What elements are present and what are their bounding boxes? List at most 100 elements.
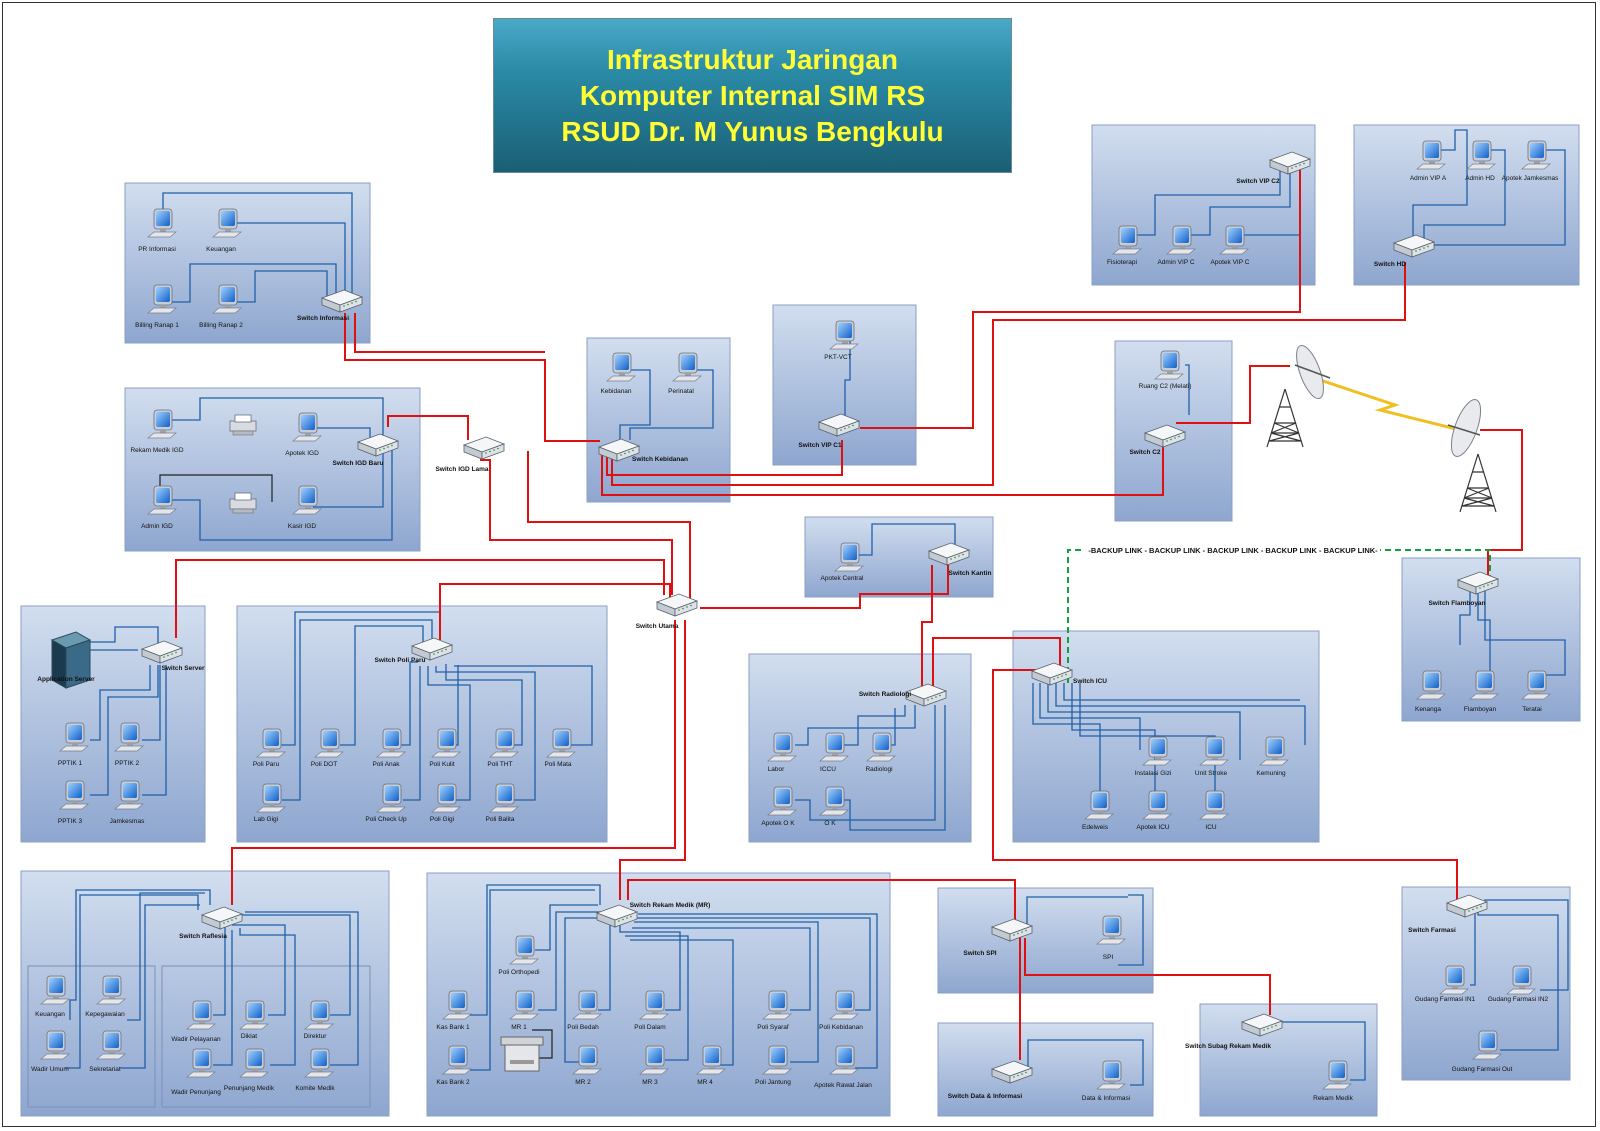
computer-label: ICU: [1205, 824, 1217, 831]
computer-label: PPTIK 2: [115, 760, 140, 767]
computer-label: Application Server: [37, 676, 95, 683]
backup-link-label: -BACKUP LINK - BACKUP LINK - BACKUP LINK…: [1088, 546, 1378, 555]
computer-label: Data & Informasi: [1082, 1095, 1130, 1102]
panel-raflesia-right: [161, 965, 371, 1108]
computer-label: Poli Kulit: [429, 761, 454, 768]
computer-label: Lab Gigi: [254, 816, 278, 823]
computer-label: Kepegawaian: [85, 1011, 125, 1018]
computer-label: Radiologi: [865, 766, 892, 773]
computer-label: Gudang Farmasi Out: [1452, 1066, 1513, 1073]
panel-subag-rm: [1199, 1003, 1378, 1117]
computer-label: Poli Kebidanan: [819, 1024, 863, 1031]
computer-label: MR 3: [642, 1079, 658, 1086]
computer-label: Poli Mata: [544, 761, 571, 768]
title-line-3: RSUD Dr. M Yunus Bengkulu: [561, 115, 944, 147]
computer-label: MR 4: [697, 1079, 713, 1086]
switch-data-informasi-label: Switch Data & Informasi: [948, 1093, 1023, 1100]
computer-label: Poli THT: [487, 761, 512, 768]
computer-label: Apotek Jamkesmas: [1502, 175, 1559, 182]
computer-label: PKT-VCT: [824, 354, 851, 361]
computer-label: Teratai: [1522, 706, 1542, 713]
title-line-1: Infrastruktur Jaringan: [607, 43, 898, 75]
computer-label: SPI: [1103, 954, 1114, 961]
red-links: [175, 168, 1523, 1060]
labels: -BACKUP LINK - BACKUP LINK - BACKUP LINK…: [31, 175, 1559, 1102]
switch-server-label: Switch Server: [162, 665, 205, 672]
computer-label: Kas Bank 2: [436, 1079, 470, 1086]
computer-label: Perinatal: [668, 388, 694, 395]
title-line-2: Komputer Internal SIM RS: [579, 79, 926, 111]
computer-label: Apotek Rawat Jalan: [814, 1082, 872, 1089]
computer-label: Poli DOT: [311, 761, 337, 768]
computer-label: Poli Balita: [486, 816, 515, 823]
computer-label: Poli Orthopedi: [498, 969, 539, 976]
switch-informasi-label: Switch Informasi: [297, 315, 349, 322]
computer-label: Apotek ICU: [1136, 824, 1170, 831]
computer-label: Sekretariat: [89, 1066, 121, 1073]
computer-label: Kenanga: [1415, 706, 1441, 713]
panel-kebidanan: [586, 337, 731, 503]
computer-label: Poli Bedah: [567, 1024, 599, 1031]
computer-label: Poli Gigi: [430, 816, 454, 823]
computer-label: PPTIK 3: [58, 818, 83, 825]
computer-label: Admin VIP A: [1410, 175, 1447, 182]
computer-label: Admin VIP C: [1157, 259, 1194, 266]
computer-label: PR Informasi: [138, 246, 176, 253]
computer-label: Wadir Pelayanan: [171, 1036, 221, 1043]
computer-label: PPTIK 1: [58, 760, 83, 767]
switch-rekam-medik-label: Switch Rekam Medik (MR): [630, 902, 711, 909]
computer-label: Wadir Umum: [31, 1066, 69, 1073]
computer-label: Keuangan: [35, 1011, 65, 1018]
computer-label: Edelweis: [1082, 824, 1109, 831]
computer-label: Apotek VIP C: [1211, 259, 1250, 266]
computer-label: Kemuning: [1256, 770, 1286, 777]
tower-icon-2: [1447, 399, 1497, 513]
computer-label: Ruang C2 (Melati): [1139, 383, 1192, 390]
tower-icon: [1266, 344, 1331, 448]
computer-label: Jamkesmas: [110, 818, 145, 825]
panel-raflesia-left: [27, 965, 156, 1108]
computer-label: Gudang Farmasi IN2: [1488, 996, 1549, 1003]
diagram-title: Infrastruktur Jaringan Komputer Internal…: [493, 18, 1012, 173]
switch-utama-label: Switch Utama: [636, 623, 679, 630]
switch-farmasi-label: Switch Farmasi: [1408, 927, 1456, 934]
computer-label: Keuangan: [206, 246, 236, 253]
computer-label: MR 2: [575, 1079, 591, 1086]
switch-igd-baru-label: Switch IGD Baru: [333, 460, 384, 467]
switch-flamboyan-label: Switch Flamboyan: [1428, 600, 1485, 607]
computer-label: Billing Ranap 1: [135, 322, 179, 329]
switch-vip-c2-label: Switch VIP C2: [1236, 178, 1280, 185]
computer-label: Gudang Farmasi IN1: [1415, 996, 1476, 1003]
computer-label: Fisioterapi: [1107, 259, 1137, 266]
computer-label: Admin IGD: [141, 523, 173, 530]
switch-hd-label: Switch HD: [1374, 261, 1406, 268]
computer-label: Poli Paru: [253, 761, 280, 768]
panel-igd: [124, 387, 421, 552]
switch-igd-lama-icon: [463, 436, 505, 460]
switch-kebidanan-label: Switch Kebidanan: [632, 456, 688, 463]
computer-label: Apotek O K: [761, 820, 795, 827]
panel-poli-paru: [236, 605, 608, 843]
computer-label: Rekam Medik IGD: [130, 447, 183, 454]
computer-label: MR 1: [511, 1024, 527, 1031]
computer-label: Poli Syaraf: [757, 1024, 789, 1031]
switch-c2-label: Switch C2: [1129, 449, 1160, 456]
computer-label: Diklat: [241, 1033, 257, 1040]
switch-radiologi-label: Switch Radiologi: [859, 691, 912, 698]
switch-icu-label: Switch ICU: [1073, 678, 1107, 685]
server-icon: [50, 631, 92, 689]
computer-label: Unit Stroke: [1195, 770, 1228, 777]
computer-label: Admin HD: [1465, 175, 1495, 182]
computer-label: Kasir IGD: [288, 523, 316, 530]
switch-igd-lama-label: Switch IGD Lama: [435, 466, 488, 473]
computer-label: Labor: [768, 766, 785, 773]
wireless-link: [1319, 378, 1461, 432]
computer-label: Poli Dalam: [634, 1024, 665, 1031]
computer-label: Poli Jantung: [755, 1079, 791, 1086]
computer-label: O K: [824, 820, 836, 827]
computer-label: Direktur: [304, 1033, 328, 1040]
computer-label: Billing Ranap 2: [199, 322, 243, 329]
switch-poli-paru-label: Switch Poli Paru: [375, 657, 426, 664]
